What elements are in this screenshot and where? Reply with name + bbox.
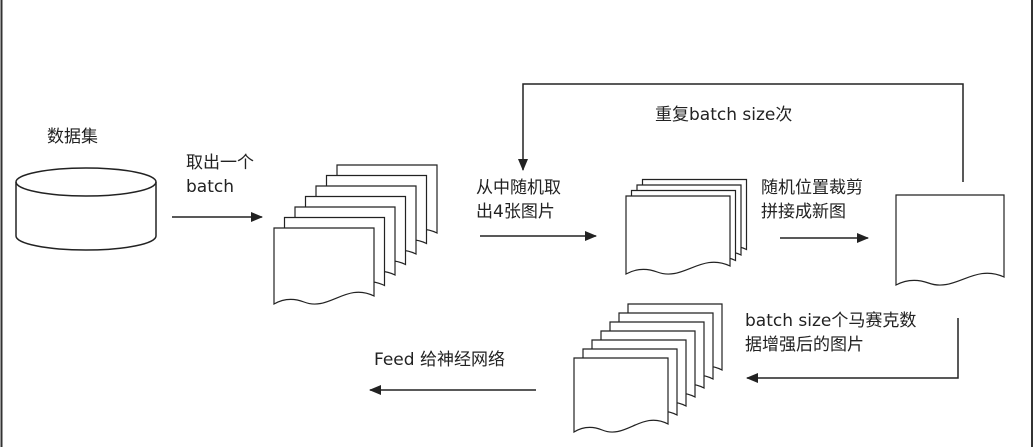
- four-images-stack-icon: [625, 178, 748, 276]
- take-batch-label-line1: 取出一个: [186, 153, 254, 173]
- random-crop-label-line1: 随机位置裁剪: [761, 178, 863, 198]
- mosaic-result-label-line1: batch size个马赛克数: [745, 311, 917, 331]
- stack-card: [895, 194, 1005, 286]
- stack-card: [273, 227, 375, 306]
- random-pick-label: 从中随机取 出4张图片: [476, 176, 561, 224]
- arrow-mosaic-to-output: [746, 318, 959, 383]
- take-batch-label-line2: batch: [186, 177, 234, 197]
- dataset-label: 数据集: [47, 127, 98, 147]
- mosaic-new-image-icon: [895, 194, 1005, 286]
- mosaic-result-label: batch size个马赛克数 据增强后的图片: [745, 309, 916, 357]
- batch-image-stack-icon: [273, 164, 438, 306]
- feed-label: Feed 给神经网络: [374, 350, 505, 370]
- dataset-cylinder-icon: [15, 167, 157, 251]
- stack-card: [573, 357, 669, 434]
- random-crop-label-line2: 拼接成新图: [761, 202, 846, 222]
- mosaic-result-label-line2: 据增强后的图片: [745, 335, 864, 355]
- random-pick-label-line2: 出4张图片: [476, 202, 555, 222]
- stack-card: [625, 195, 731, 276]
- repeat-label: 重复batch size次: [655, 105, 793, 125]
- random-crop-label: 随机位置裁剪 拼接成新图: [761, 176, 863, 224]
- take-batch-label: 取出一个 batch: [186, 151, 254, 199]
- mosaic-output-stack-icon: [573, 303, 723, 434]
- random-pick-label-line1: 从中随机取: [476, 178, 561, 198]
- arrow-repeat-loop: [518, 83, 964, 182]
